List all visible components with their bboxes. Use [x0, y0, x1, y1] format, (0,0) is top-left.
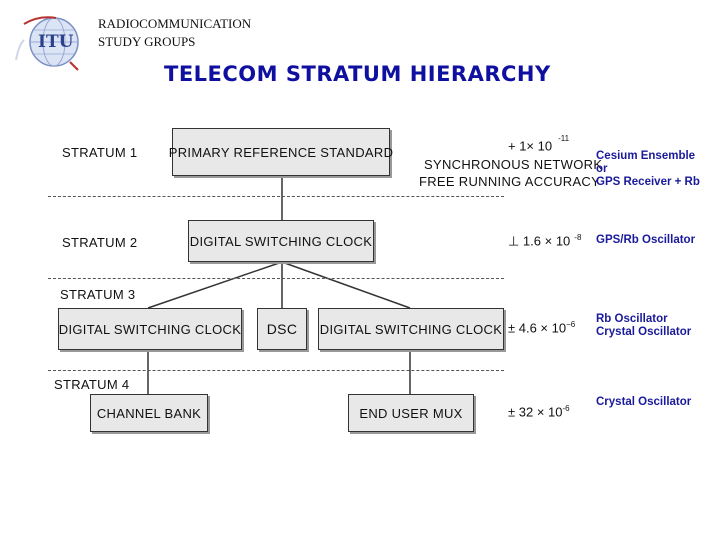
synchronous-network-label: SYNCHRONOUS NETWORK [424, 157, 603, 172]
separator-1 [48, 196, 504, 197]
stratum-4-oscillator-line1: Crystal Oscillator [596, 396, 692, 408]
stratum-4-oscillator: Crystal Oscillator [596, 396, 691, 409]
stratum-1-oscillator-line3: GPS Receiver + Rb [596, 176, 700, 188]
org-name-line1: RADIOCOMMUNICATION [98, 16, 252, 31]
stratum-4-label: STRATUM 4 [54, 377, 130, 392]
free-running-accuracy-label: FREE RUNNING ACCURACY [419, 174, 601, 189]
stratum-3-oscillator-line1: Rb Oscillator [596, 313, 668, 325]
itu-logo: ITU [14, 10, 86, 74]
primary-reference-standard-box: PRIMARY REFERENCE STANDARD [169, 128, 393, 176]
channel-bank-box: CHANNEL BANK [90, 394, 208, 432]
stratum-1-oscillator: Cesium Ensemble or GPS Receiver + Rb [596, 150, 700, 189]
stratum-2-oscillator-line1: GPS/Rb Oscillator [596, 234, 696, 246]
org-name-line2: STUDY GROUPS [98, 34, 196, 49]
stratum-1-accuracy: + 1× 10 -11 [508, 134, 569, 154]
stratum-1-label: STRATUM 1 [62, 145, 138, 160]
page-title: TELECOM STRATUM HIERARCHY [164, 62, 551, 86]
logo-text: ITU [38, 32, 74, 52]
separator-2 [48, 278, 504, 279]
stratum-2-accuracy: ⊥ 1.6 × 10-8 [508, 233, 581, 249]
stratum-1-oscillator-line1: Cesium Ensemble [596, 150, 696, 162]
stratum-2-switching-clock-box: DIGITAL SWITCHING CLOCK [188, 220, 374, 262]
stratum-3-label: STRATUM 3 [60, 287, 136, 302]
stratum-3-oscillator: Rb Oscillator Crystal Oscillator [596, 313, 691, 339]
stratum-4-accuracy-exponent: -6 [562, 404, 570, 413]
stratum-3-oscillator-line2: Crystal Oscillator [596, 326, 692, 338]
stratum-3-accuracy: ± 4.6 × 10−6 [508, 320, 575, 335]
dsc-box: DSC [257, 308, 307, 350]
stratum-2-accuracy-value: ⊥ 1.6 × 10 [508, 233, 571, 249]
itu-globe-icon [15, 16, 79, 71]
stratum-2-label: STRATUM 2 [62, 235, 138, 250]
stratum-1-oscillator-line2: or [596, 163, 608, 175]
stratum-4-accuracy-value: ± 32 × 10 [508, 404, 563, 420]
stratum-3-accuracy-value: ± 4.6 × 10 [508, 320, 567, 336]
stratum-1-accuracy-value: + 1× 10 [508, 138, 553, 154]
stratum-3-switching-clock-right-box: DIGITAL SWITCHING CLOCK [318, 308, 504, 350]
stratum-2-accuracy-exponent: -8 [574, 233, 582, 242]
stratum-3-accuracy-exponent: −6 [566, 320, 576, 329]
stratum-2-oscillator: GPS/Rb Oscillator [596, 234, 695, 247]
stratum-4-accuracy: ± 32 × 10-6 [508, 404, 570, 419]
stratum-1-accuracy-exponent: -11 [558, 134, 570, 143]
end-user-mux-box: END USER MUX [348, 394, 474, 432]
stratum-3-switching-clock-left-box: DIGITAL SWITCHING CLOCK [58, 308, 242, 350]
separator-3 [48, 370, 504, 371]
